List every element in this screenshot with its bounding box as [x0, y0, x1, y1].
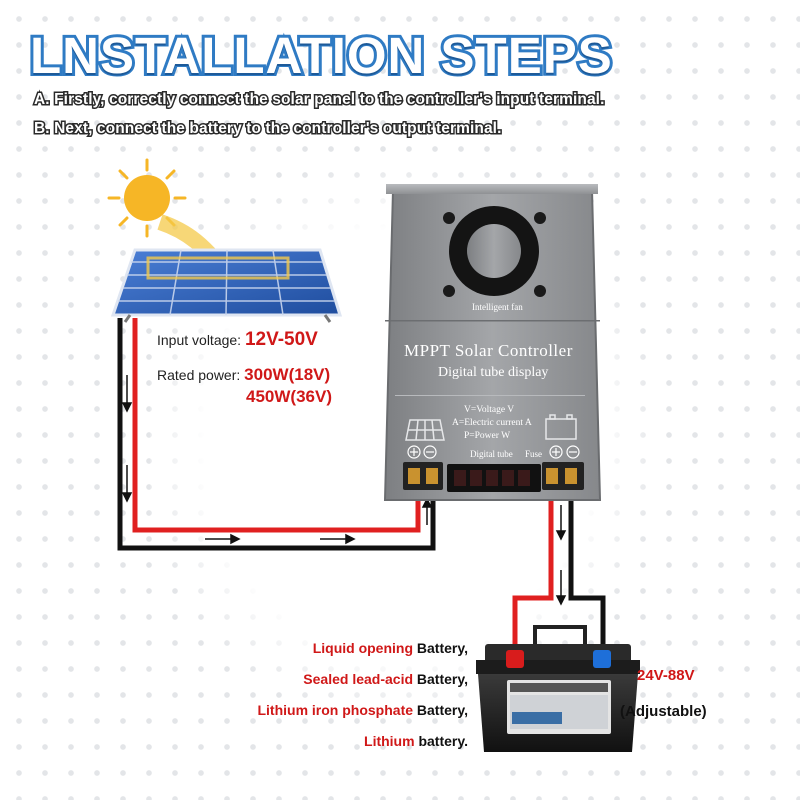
terminal-block-input [403, 462, 443, 490]
rated-power-value-1: 300W(18V) [244, 365, 331, 384]
battery-type-3: Lithium iron phosphate Battery, [257, 702, 468, 718]
battery-type-1: Liquid opening Battery, [313, 640, 468, 656]
terminal-block-output [542, 462, 584, 490]
mppt-controller [383, 184, 602, 501]
battery-type-1-suffix: Battery, [413, 640, 468, 656]
rated-power-row: Rated power: 300W(18V) [157, 365, 330, 385]
fuse-label: Fuse [525, 449, 543, 459]
fan-label: Intelligent fan [472, 302, 523, 312]
battery-type-4-suffix: battery. [414, 733, 468, 749]
mount-screw-icons [443, 212, 546, 297]
step-b-text: B. Next, connect the battery to the cont… [33, 119, 503, 139]
digital-tube-label: Digital tube [470, 449, 513, 459]
battery-type-1-highlight: Liquid opening [312, 640, 414, 656]
output-adjustable-note: (Adjustable) [620, 703, 707, 720]
input-voltage-label: Input voltage: [157, 332, 242, 348]
controller-name: MPPT Solar Controller [404, 341, 573, 360]
rated-power-row-2: 450W(36V) [246, 387, 332, 407]
polarity-icons [407, 445, 580, 459]
output-voltage-value: 24V-88V [637, 667, 695, 684]
battery-negative-terminal [593, 650, 611, 668]
rated-power-value-2: 450W(36V) [246, 387, 332, 406]
legend-voltage: V=Voltage V [464, 405, 515, 415]
battery-type-4-highlight: Lithium [364, 733, 415, 749]
input-voltage-row: Input voltage: 12V-50V [157, 329, 318, 351]
input-negative-wire [117, 318, 436, 551]
battery-illustration [476, 625, 640, 752]
battery-type-4: Lithium battery. [364, 733, 468, 749]
input-positive-wire [132, 318, 421, 533]
legend-current: A=Electric current A [452, 418, 532, 428]
battery-type-2-highlight: Sealed lead-acid [303, 671, 414, 687]
page-title: LNSTALLATION STEPS [27, 27, 615, 84]
battery-type-2: Sealed lead-acid Battery, [303, 671, 468, 687]
controller-subtitle: Digital tube display [438, 365, 549, 380]
rated-power-label: Rated power: [157, 367, 241, 383]
legend-power: P=Power W [464, 431, 511, 441]
battery-symbol-icon [545, 414, 577, 440]
step-a-text: A. Firstly, correctly connect the solar … [32, 90, 605, 110]
battery-type-2-suffix: Battery, [413, 671, 468, 687]
flow-arrows [121, 375, 567, 606]
fan-icon [449, 206, 539, 296]
solar-panel-icon [110, 248, 343, 323]
output-positive-wire [512, 488, 554, 652]
battery-type-3-highlight: Lithium iron phosphate [257, 702, 414, 718]
panel-symbol-icon [405, 419, 445, 441]
input-voltage-value: 12V-50V [244, 329, 318, 350]
battery-positive-terminal [506, 650, 524, 668]
battery-type-3-suffix: Battery, [413, 702, 468, 718]
output-negative-wire [568, 488, 606, 652]
digital-display [447, 464, 541, 492]
